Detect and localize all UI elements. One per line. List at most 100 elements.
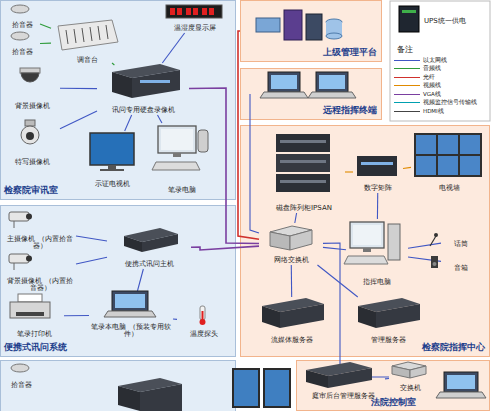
computer-icon: [363, 248, 371, 252]
thermometer-icon: [202, 311, 204, 320]
monitor-icon: [263, 368, 291, 408]
server-icon: [376, 304, 420, 328]
disk-array-icon: [280, 140, 326, 143]
microphone-icon: [11, 32, 29, 40]
printer-icon: [10, 294, 50, 318]
device-box: 讯问专用硬盘录像机: [97, 63, 189, 115]
legend-entry: 以太网线: [394, 56, 447, 64]
server-icon: [306, 362, 372, 388]
room-region: 检察院审讯室拾音器拾音器调音台温湿度显示屏背景摄像机讯问专用硬盘录像机特写摄像机…: [0, 0, 236, 200]
device-label: 磁盘阵列柜IPSAN: [276, 205, 332, 213]
video-wall-icon: [414, 133, 482, 177]
legend-panel: [390, 1, 490, 121]
thermometer-icon: [200, 306, 206, 325]
room-region: 远程指挥终端: [240, 68, 382, 120]
host-icon: [124, 236, 142, 252]
mic-speaker-icon: [431, 256, 438, 268]
laptop-icon: [436, 372, 486, 398]
led-display-icon: [166, 5, 222, 18]
device-label: 笔录打印机: [17, 331, 52, 339]
device-label: 流媒体服务器: [271, 337, 313, 345]
region-title: 上级管理平台: [323, 46, 377, 59]
host-icon: [124, 228, 178, 242]
server-rack-icon: [256, 10, 342, 40]
computer-icon: [152, 126, 208, 170]
server-icon: [358, 306, 376, 328]
legend-text: VGA线: [423, 91, 441, 98]
laptop-icon: [444, 372, 478, 392]
dome-camera-icon: [20, 68, 40, 73]
ups-icon: [402, 10, 416, 13]
device-label: 话筒: [454, 241, 468, 249]
laptop-icon: [436, 392, 486, 398]
tv-icon: [90, 133, 134, 171]
device-box: 示证电视机: [81, 131, 143, 189]
legend-heading: 备注: [397, 44, 413, 55]
bullet-camera-icon: [9, 212, 29, 221]
computer-icon: [344, 256, 388, 264]
switch-icon: [392, 366, 410, 378]
server-icon: [328, 368, 372, 388]
cable-connector: [291, 265, 293, 297]
mixer-icon: [90, 27, 92, 41]
printer-icon: [10, 302, 50, 318]
mixer-icon: [66, 30, 68, 44]
device-box: 数字矩阵: [353, 151, 403, 193]
ptz-camera-icon: [25, 120, 35, 126]
monitor-icon: [232, 368, 291, 408]
laptop-icon: [316, 72, 348, 92]
device-label: 庭审后台管理服务器: [312, 393, 375, 401]
legend-text: 以太网线: [423, 57, 447, 64]
device-label: 温湿度显示屏: [174, 25, 216, 33]
matrix-icon: [357, 156, 397, 176]
disk-array-icon: [276, 134, 330, 192]
legend-entry: 视频线: [394, 82, 441, 90]
cable-connector: [157, 115, 161, 123]
cable-connector: [323, 243, 389, 377]
laptop-icon: [115, 294, 145, 308]
laptop-icon: [104, 311, 156, 317]
laptop-icon: [271, 75, 297, 89]
cable-connector: [40, 43, 51, 44]
monitor-icon: [234, 370, 258, 406]
server-rack-icon: [284, 10, 302, 40]
device-box: 主摄像机 （内置拾音器）: [4, 209, 76, 251]
cable-connector: [189, 88, 259, 244]
cable-connector: [238, 31, 259, 239]
device-label: 讯问专用硬盘录像机: [112, 107, 175, 115]
cable-connector: [173, 318, 177, 319]
device-label: 拾音器: [12, 22, 33, 30]
led-display-icon: [202, 8, 207, 15]
device-label: 网络交换机: [274, 257, 309, 265]
dvr-icon: [112, 64, 180, 98]
device-box: 磁盘阵列柜IPSAN: [263, 131, 345, 213]
device-box: 背景摄像机 （内置拾音器）: [4, 251, 76, 293]
tv-icon: [100, 169, 124, 171]
switch-icon: [270, 232, 290, 250]
server-rack-icon: [326, 19, 342, 25]
legend-line-sample: [394, 111, 420, 112]
server-rack-icon: [326, 33, 342, 39]
device-label: 主摄像机 （内置拾音器）: [4, 236, 76, 251]
video-wall-icon: [414, 133, 482, 177]
server-rack-icon: [326, 22, 342, 36]
cable-connector: [408, 257, 441, 261]
device-box: 笔录本电脑 （预装专用软件）: [89, 291, 173, 339]
laptop-icon: [260, 92, 308, 98]
legend-entry: HDMI线: [394, 107, 444, 115]
legend-entry: VGA线: [394, 90, 441, 98]
ptz-camera-icon: [21, 120, 39, 144]
legend-text: 视频监控信号传输线: [423, 99, 477, 106]
led-display-icon: [209, 8, 214, 15]
mic-speaker-icon: [430, 233, 438, 268]
switch-icon: [410, 366, 426, 378]
room-region: 上级管理平台: [240, 0, 382, 62]
device-box: 背景摄像机: [4, 65, 60, 111]
dvr-icon: [132, 70, 180, 98]
cable-connector: [295, 213, 297, 223]
cable-connector: [112, 63, 114, 65]
mixer-icon: [58, 20, 118, 50]
legend-panel: [390, 1, 490, 121]
laptop-icon: [260, 72, 356, 98]
switch-icon: [392, 362, 426, 370]
